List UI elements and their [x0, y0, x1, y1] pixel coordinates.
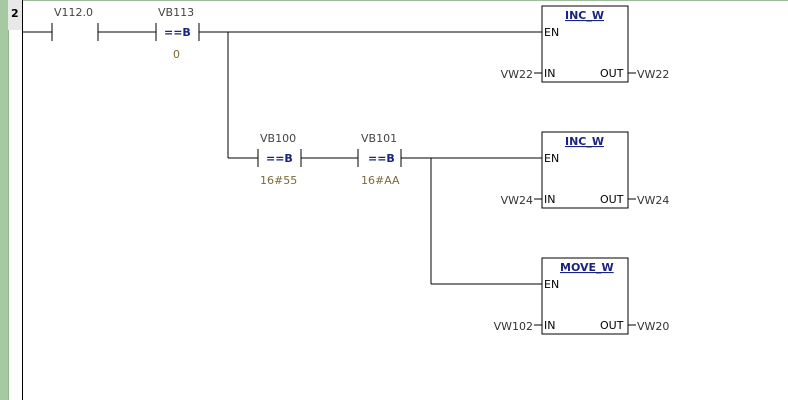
- inc-w-2-out-pin: OUT: [600, 193, 624, 206]
- compare-vb113-operator: ==B: [164, 26, 191, 39]
- move-w-out-operand: VW20: [637, 320, 669, 333]
- move-w-in-operand: VW102: [494, 320, 533, 333]
- inc-w-2-in-pin: IN: [544, 193, 555, 206]
- rung-number: 2: [11, 7, 19, 20]
- inc-w-2-title: INC_W: [565, 135, 604, 148]
- move-w-en-pin: EN: [544, 278, 559, 291]
- compare-contact-vb101[interactable]: VB101 ==B 16#AA: [357, 132, 402, 187]
- rung-top-border: [22, 0, 788, 1]
- rung-gutter: [0, 0, 9, 400]
- move-w-in-pin: IN: [544, 319, 555, 332]
- inc-w-1-out-operand: VW22: [637, 68, 669, 81]
- inc-w-1-en-pin: EN: [544, 26, 559, 39]
- move-w-title: MOVE_W: [560, 261, 614, 274]
- compare-vb100-value: 16#55: [260, 174, 297, 187]
- inc-w-1-in-pin: IN: [544, 67, 555, 80]
- compare-vb113-value: 0: [173, 48, 180, 61]
- left-power-rail: [22, 0, 23, 400]
- move-w-out-pin: OUT: [600, 319, 624, 332]
- inc-w-1-title: INC_W: [565, 9, 604, 22]
- inc-w-2-in-operand: VW24: [501, 194, 533, 207]
- move-w-box[interactable]: MOVE_W EN IN OUT VW102 VW20: [494, 257, 670, 335]
- contact-v112-address: V112.0: [54, 6, 93, 19]
- rung-number-cell[interactable]: [8, 0, 22, 30]
- inc-w-2-en-pin: EN: [544, 152, 559, 165]
- compare-vb101-address: VB101: [361, 132, 397, 145]
- inc-w-1-out-pin: OUT: [600, 67, 624, 80]
- compare-vb100-operator: ==B: [266, 152, 293, 165]
- contact-v112-0[interactable]: V112.0: [51, 6, 99, 41]
- compare-vb101-value: 16#AA: [361, 174, 400, 187]
- inc-w-box-2[interactable]: INC_W EN IN OUT VW24 VW24: [501, 131, 670, 209]
- inc-w-1-in-operand: VW22: [501, 68, 533, 81]
- inc-w-2-out-operand: VW24: [637, 194, 669, 207]
- compare-vb113-address: VB113: [158, 6, 194, 19]
- compare-vb101-operator: ==B: [368, 152, 395, 165]
- inc-w-box-1[interactable]: INC_W EN IN OUT VW22 VW22: [501, 5, 670, 83]
- compare-contact-vb100[interactable]: VB100 ==B 16#55: [257, 132, 302, 187]
- compare-vb100-address: VB100: [260, 132, 296, 145]
- compare-contact-vb113[interactable]: VB113 ==B 0: [155, 6, 200, 61]
